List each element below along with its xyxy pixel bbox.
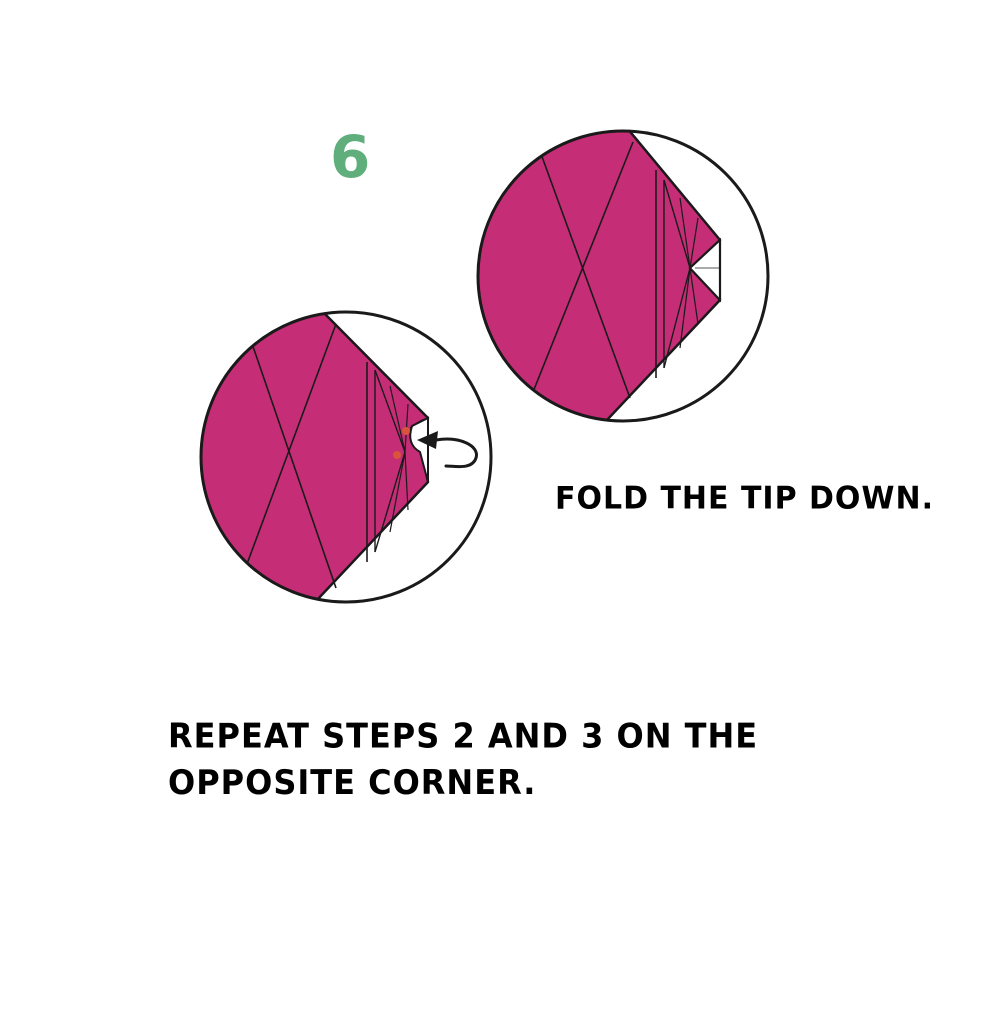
fold-line [689,267,699,325]
fold-line [679,197,691,269]
step-number: 6 [330,123,372,191]
fold-line [689,217,699,269]
curved-arrow-icon [417,431,478,469]
fold-line [679,267,691,349]
crease-line [532,141,634,393]
top-circle-outline [476,129,770,423]
fold-marker-dot [402,427,410,435]
fold-line [374,369,406,453]
fold-line [663,179,691,269]
fold-line [389,385,406,453]
fold-line [663,267,691,369]
repeat-instruction-line-1: REPEAT STEPS 2 AND 3 ON THE [168,716,759,757]
fold-line [374,451,406,553]
fold-marker-dot [393,451,401,459]
repeat-instruction-line-2: OPPOSITE CORNER. [168,762,537,803]
fold-illustration [199,310,493,604]
tip-curve [409,417,429,429]
crease-line [243,323,337,573]
repeat-instruction: REPEAT STEPS 2 AND 3 ON THE OPPOSITE COR… [168,713,758,805]
fold-line [389,451,406,533]
crease-line [532,131,631,399]
fold-line [404,451,409,511]
crease-line [247,331,337,589]
bottom-circle-outline [199,310,493,604]
result-illustration [476,129,770,423]
fold-instruction: FOLD THE TIP DOWN. [555,480,935,517]
